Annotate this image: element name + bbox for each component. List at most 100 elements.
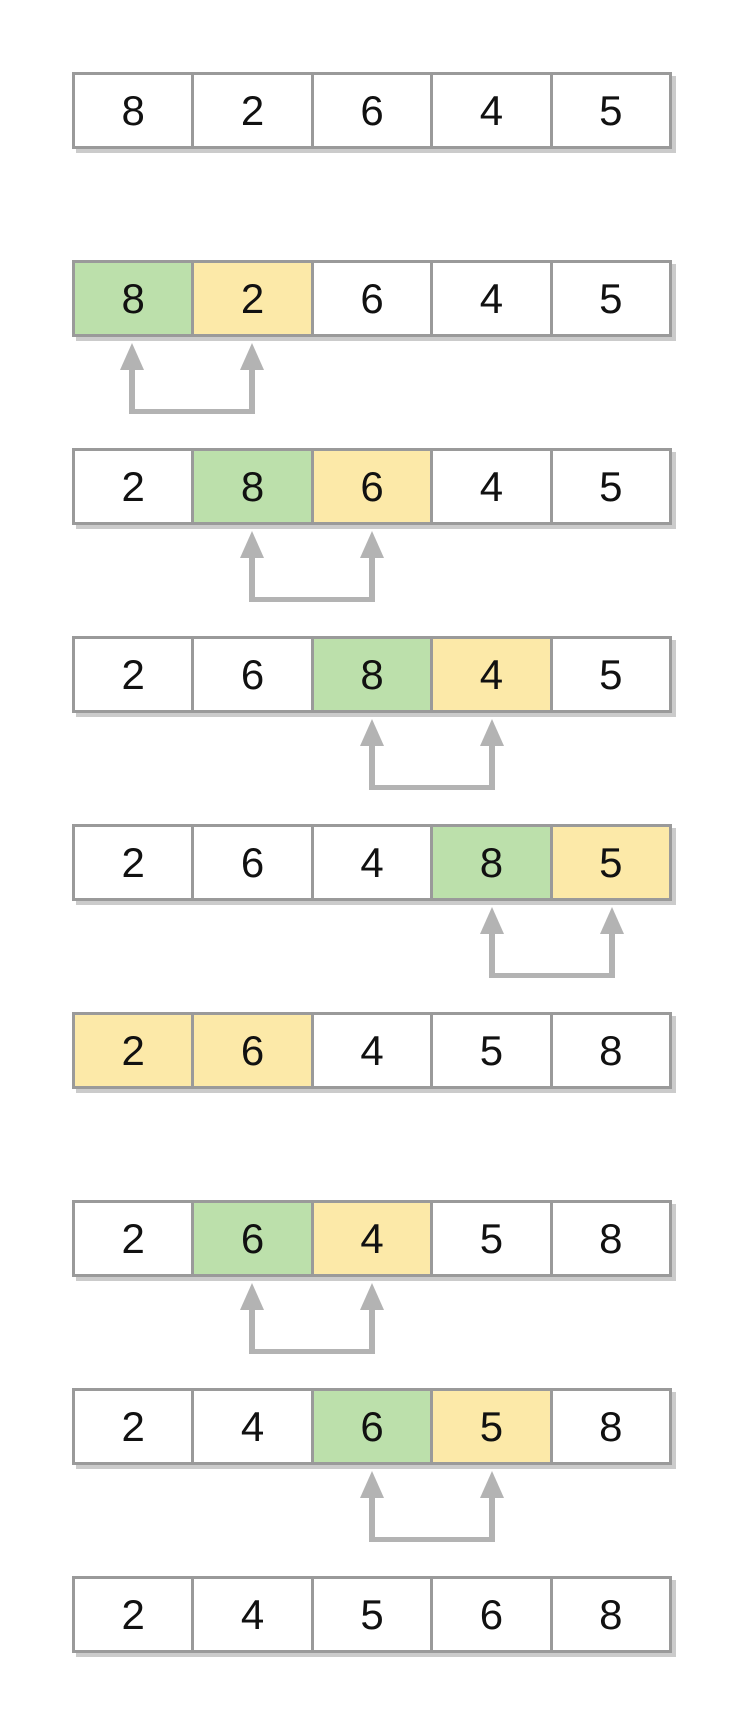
cell-value: 2 [121,1590,145,1638]
cell-value: 5 [599,462,623,510]
up-arrow-icon [360,719,384,746]
cell-value: 4 [479,274,504,322]
array-cell: 2 [75,827,192,898]
array-cell: 4 [310,827,431,898]
array-cell: 8 [75,263,192,334]
array-cell: 6 [191,1015,311,1086]
array-cell: 2 [191,75,311,146]
cell-value: 6 [360,274,384,322]
cell-value: 8 [599,1590,623,1638]
array-cell: 6 [191,827,311,898]
array-cell: 5 [310,1579,431,1650]
array-cell: 5 [430,1015,550,1086]
array-row: 2 4 5 6 8 [72,1576,672,1653]
cell-value: 6 [479,1590,504,1638]
cell-value: 2 [121,650,145,698]
array-cell: 8 [549,1579,670,1650]
cell-value: 8 [121,274,145,322]
array-cell: 6 [310,1391,431,1462]
up-arrow-icon [480,719,504,746]
up-arrow-icon [240,343,264,370]
up-arrow-icon [360,1283,384,1310]
array-cell: 4 [191,1579,311,1650]
array-cell: 4 [430,75,550,146]
array-cell: 8 [310,639,431,710]
array-cell: 4 [191,1391,311,1462]
cell-value: 6 [240,650,265,698]
cell-value: 8 [599,1026,623,1074]
array-cell: 8 [191,451,311,522]
swap-indicator [72,901,672,985]
array-cell: 2 [75,1391,192,1462]
swap-indicator [72,337,672,421]
array-cell: 6 [310,263,431,334]
cell-value: 2 [121,462,145,510]
cell-value: 2 [121,1402,145,1450]
cell-value: 2 [121,1214,145,1262]
array-cell: 4 [430,639,550,710]
cell-value: 4 [479,462,504,510]
cell-value: 8 [479,838,504,886]
array-cell: 8 [549,1391,670,1462]
cell-value: 5 [479,1214,504,1262]
array-cell: 5 [549,451,670,522]
cell-value: 5 [599,650,623,698]
cell-value: 2 [240,274,265,322]
cell-value: 2 [121,838,145,886]
swap-indicator [72,1465,672,1549]
cell-value: 6 [360,86,384,134]
array-cell: 4 [430,451,550,522]
cell-value: 2 [121,1026,145,1074]
up-arrow-icon [360,531,384,558]
up-arrow-icon [600,907,624,934]
swap-bracket [489,933,615,978]
array-cell: 6 [430,1579,550,1650]
cell-value: 8 [360,650,384,698]
array-cell: 6 [310,451,431,522]
cell-value: 5 [479,1402,504,1450]
array-cell: 4 [310,1015,431,1086]
array-cell: 8 [549,1015,670,1086]
up-arrow-icon [480,907,504,934]
up-arrow-icon [240,1283,264,1310]
swap-bracket [249,557,375,602]
cell-value: 4 [360,1214,384,1262]
array-cell: 2 [75,451,192,522]
array-cell: 5 [549,639,670,710]
cell-value: 8 [599,1214,623,1262]
up-arrow-icon [480,1471,504,1498]
up-arrow-icon [120,343,144,370]
array-cell: 5 [549,827,670,898]
array-row: 2 6 4 5 8 [72,1200,672,1277]
array-cell: 5 [549,263,670,334]
array-cell: 5 [430,1391,550,1462]
swap-indicator [72,713,672,797]
array-cell: 2 [191,263,311,334]
cell-value: 8 [599,1402,623,1450]
swap-bracket [369,745,495,790]
cell-value: 2 [240,86,265,134]
cell-value: 4 [360,838,384,886]
array-cell: 2 [75,1203,192,1274]
cell-value: 4 [360,1026,384,1074]
swap-indicator [72,1277,672,1361]
cell-value: 4 [240,1590,265,1638]
swap-indicator [72,525,672,609]
cell-value: 4 [240,1402,265,1450]
array-cell: 2 [75,1015,192,1086]
cell-value: 8 [121,86,145,134]
array-cell: 5 [549,75,670,146]
array-cell: 4 [310,1203,431,1274]
array-cell: 8 [75,75,192,146]
swap-bracket [369,1497,495,1542]
swap-bracket [129,369,255,414]
cell-value: 6 [240,1214,265,1262]
cell-value: 5 [360,1590,384,1638]
array-cell: 5 [430,1203,550,1274]
